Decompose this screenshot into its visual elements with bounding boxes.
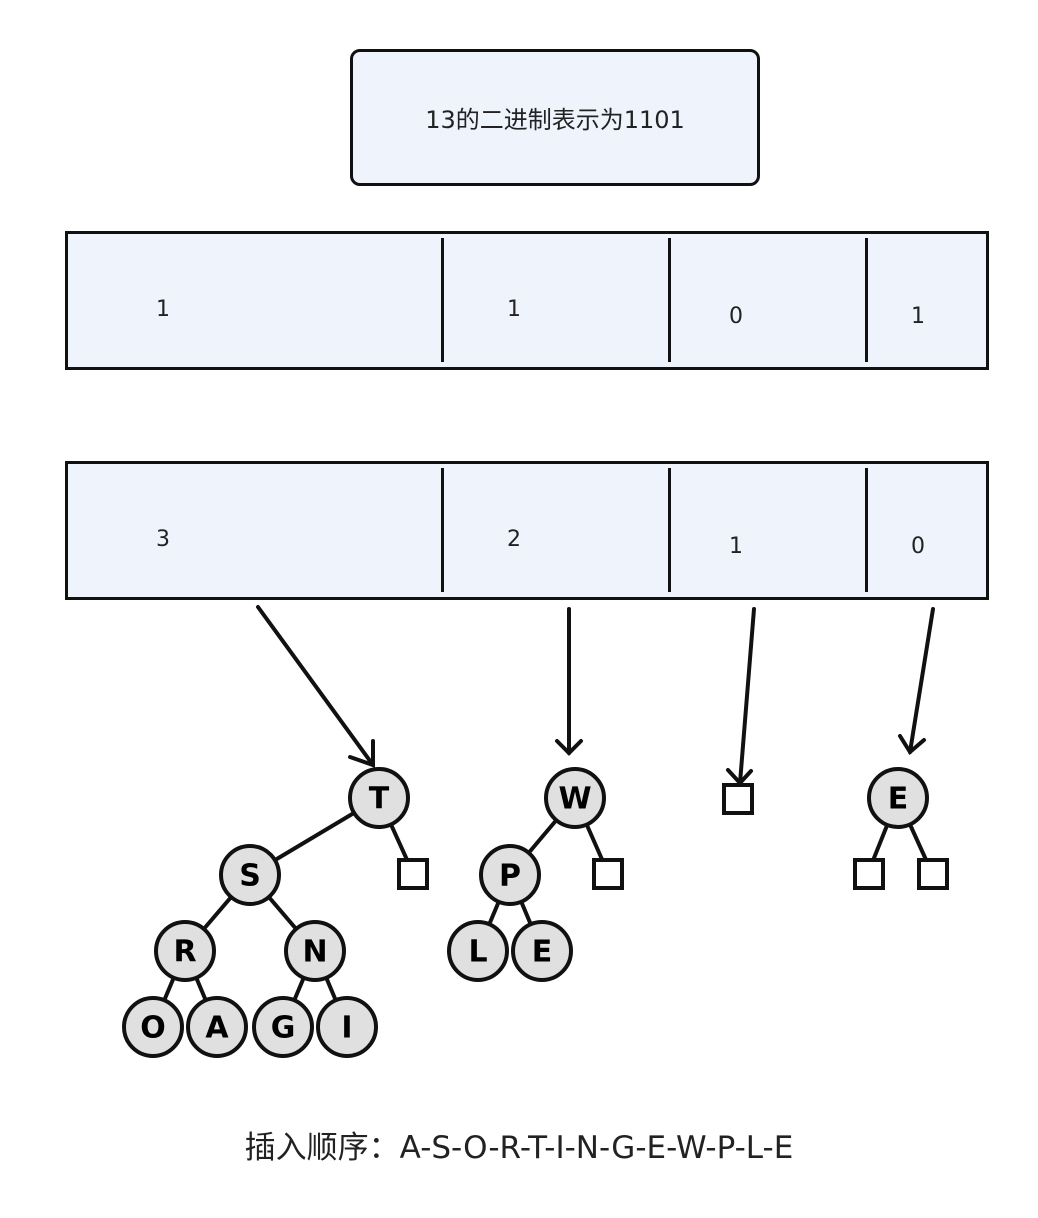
binary-cell-3: 1 [911, 304, 925, 329]
null-tree-1 [722, 783, 754, 815]
title-text: 13的二进制表示为1101 [425, 106, 685, 134]
node-P [479, 844, 541, 906]
node-T-label: T [369, 782, 390, 817]
node-S [219, 844, 281, 906]
node-W [544, 767, 606, 829]
node-A-label: A [205, 1011, 229, 1046]
node-N [284, 920, 346, 982]
node-E [867, 767, 929, 829]
binary-divider-3 [865, 238, 868, 362]
binary-divider-2 [668, 238, 671, 362]
node-O [122, 996, 184, 1058]
index-cell-3: 0 [911, 534, 925, 559]
binary-cell-0: 1 [156, 297, 170, 322]
node-R-label: R [173, 935, 196, 970]
binary-divider-1 [441, 238, 444, 362]
node-T [348, 767, 410, 829]
arrow-to-tree-3 [256, 605, 375, 768]
arrow-to-null-1 [726, 607, 756, 786]
node-L [447, 920, 509, 982]
node-I [316, 996, 378, 1058]
node-E2 [511, 920, 573, 982]
insertion-order-caption: 插入顺序：A-S-O-R-T-I-N-G-E-W-P-L-E [244, 1130, 794, 1166]
forest-diagram: T S R N O A G I W P L E E [122, 605, 949, 1058]
null-leaf-T [397, 858, 429, 890]
index-divider-2 [668, 468, 671, 592]
node-I-label: I [341, 1011, 352, 1046]
index-array: 3 2 1 0 [65, 461, 989, 600]
node-L-label: L [468, 935, 487, 970]
arrow-to-tree-0 [898, 607, 935, 756]
node-G-label: G [271, 1011, 296, 1046]
binary-cell-1: 1 [507, 297, 521, 322]
index-divider-1 [441, 468, 444, 592]
binary-array: 1 1 0 1 [65, 231, 989, 370]
node-G [252, 996, 314, 1058]
null-leaf-E-left [853, 858, 885, 890]
index-cell-1: 2 [507, 527, 521, 552]
node-S-label: S [239, 859, 261, 894]
node-N-label: N [302, 935, 327, 970]
node-A [186, 996, 248, 1058]
index-divider-3 [865, 468, 868, 592]
node-O-label: O [140, 1011, 166, 1046]
node-E-label: E [888, 782, 909, 817]
index-cell-0: 3 [156, 527, 170, 552]
node-R [154, 920, 216, 982]
arrow-to-tree-2 [555, 607, 583, 756]
node-P-label: P [499, 859, 521, 894]
node-W-label: W [558, 782, 591, 817]
null-leaf-W [592, 858, 624, 890]
binary-cell-2: 0 [729, 304, 743, 329]
node-E2-label: E [532, 935, 553, 970]
index-cell-2: 1 [729, 534, 743, 559]
title-box: 13的二进制表示为1101 [350, 49, 760, 186]
null-leaf-E-right [917, 858, 949, 890]
